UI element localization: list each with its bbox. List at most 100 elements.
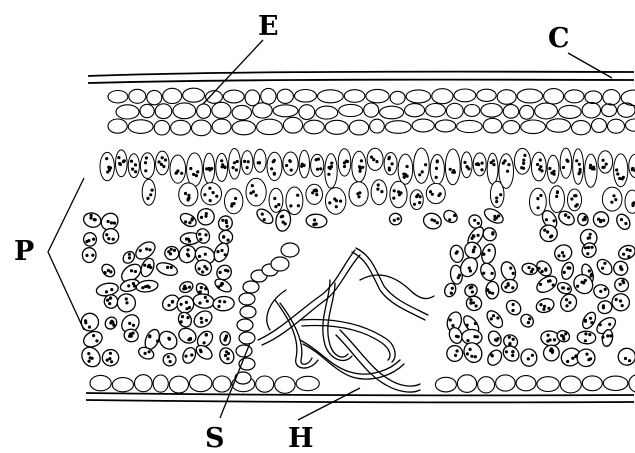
- chloroplast: [358, 165, 361, 168]
- chloroplast: [88, 360, 91, 363]
- chloroplast: [85, 254, 88, 257]
- epidermal-cell: [559, 105, 582, 118]
- chloroplast: [180, 320, 183, 323]
- epidermal-cell: [173, 103, 196, 119]
- chloroplast: [451, 324, 454, 327]
- chloroplast: [562, 338, 565, 341]
- chloroplast: [511, 350, 514, 353]
- chloroplast: [562, 166, 565, 169]
- chloroplast: [345, 160, 348, 163]
- chloroplast: [225, 219, 228, 222]
- chloroplast: [602, 304, 605, 307]
- epidermal-cell: [565, 90, 584, 103]
- chloroplast: [204, 233, 207, 236]
- upper-epidermis: [108, 88, 635, 136]
- chloroplast: [602, 159, 605, 162]
- palisade-cell: [573, 149, 584, 185]
- spongy-cell: [484, 308, 505, 330]
- chloroplast: [104, 271, 107, 274]
- chloroplast: [123, 159, 126, 162]
- chloroplast: [615, 298, 618, 301]
- palisade-cell: [140, 153, 154, 179]
- chloroplast: [618, 177, 621, 180]
- epidermal-cell: [135, 375, 153, 392]
- chloroplast: [199, 238, 202, 241]
- spongy-cell: [211, 241, 231, 264]
- palisade-cell: [414, 148, 430, 183]
- epidermal-cell: [190, 375, 212, 392]
- epidermal-cell: [405, 104, 425, 117]
- chloroplast: [469, 348, 472, 351]
- chloroplast: [553, 173, 556, 176]
- epidermal-cell: [325, 120, 348, 134]
- chloroplast: [588, 236, 591, 239]
- chloroplast: [189, 167, 192, 170]
- epidermal-cell: [481, 104, 502, 118]
- chloroplast: [233, 161, 236, 164]
- chloroplast: [550, 347, 553, 350]
- chloroplast: [480, 168, 483, 171]
- spongy-cell: [133, 238, 159, 262]
- chloroplast: [491, 292, 494, 295]
- chloroplast: [105, 157, 108, 160]
- chloroplast: [393, 189, 396, 192]
- chloroplast: [543, 229, 546, 232]
- chloroplast: [188, 221, 191, 224]
- chloroplast: [624, 222, 627, 225]
- chloroplast: [531, 354, 534, 357]
- chloroplast: [435, 167, 438, 170]
- chloroplast: [289, 160, 292, 163]
- chloroplast: [522, 159, 525, 162]
- chloroplast: [505, 350, 508, 353]
- chloroplast: [380, 190, 383, 193]
- chloroplast: [481, 162, 484, 165]
- chloroplast: [508, 342, 511, 345]
- chloroplast: [583, 217, 586, 220]
- chloroplast: [488, 249, 491, 252]
- chloroplast: [236, 160, 239, 163]
- chloroplast: [113, 222, 116, 225]
- chloroplast: [198, 301, 201, 304]
- epidermal-cell: [516, 376, 536, 391]
- epidermal-cell: [560, 376, 581, 393]
- palisade-cell: [531, 152, 546, 181]
- chloroplast: [544, 269, 547, 272]
- spongy-cell: [478, 261, 498, 283]
- chloroplast: [615, 168, 618, 171]
- spongy-cell: [442, 208, 460, 225]
- chloroplast: [181, 315, 184, 318]
- palisade-cell: [514, 148, 530, 174]
- epidermal-cell: [232, 121, 255, 135]
- chloroplast: [94, 218, 97, 221]
- chloroplast: [472, 235, 475, 238]
- chloroplast: [588, 333, 591, 336]
- lower-cuticle: [86, 393, 634, 402]
- chloroplast: [333, 197, 336, 200]
- spongy-cell: [176, 326, 198, 346]
- epidermal-cell: [128, 120, 153, 134]
- epidermal-cell: [108, 119, 127, 133]
- epidermal-cell: [349, 120, 368, 135]
- chloroplast: [128, 253, 131, 256]
- chloroplast: [570, 197, 573, 200]
- chloroplast: [180, 303, 183, 306]
- label-hypha: H: [288, 423, 314, 453]
- palisade-cell: [225, 189, 243, 214]
- epidermal-cell: [446, 103, 463, 118]
- chloroplast: [226, 225, 229, 228]
- epidermal-cell: [547, 119, 571, 132]
- spongy-cell: [485, 347, 505, 367]
- chloroplast: [252, 190, 255, 193]
- chloroplast: [586, 252, 589, 255]
- chloroplast: [619, 299, 622, 302]
- chloroplast: [591, 167, 594, 170]
- chloroplast: [171, 300, 174, 303]
- chloroplast: [164, 158, 167, 161]
- chloroplast: [139, 249, 142, 252]
- spongy-cell: [176, 310, 194, 329]
- chloroplast: [609, 334, 612, 337]
- spongy-cell: [518, 312, 536, 330]
- chloroplast: [204, 253, 207, 256]
- chloroplast: [335, 205, 338, 208]
- chloroplast: [377, 183, 380, 186]
